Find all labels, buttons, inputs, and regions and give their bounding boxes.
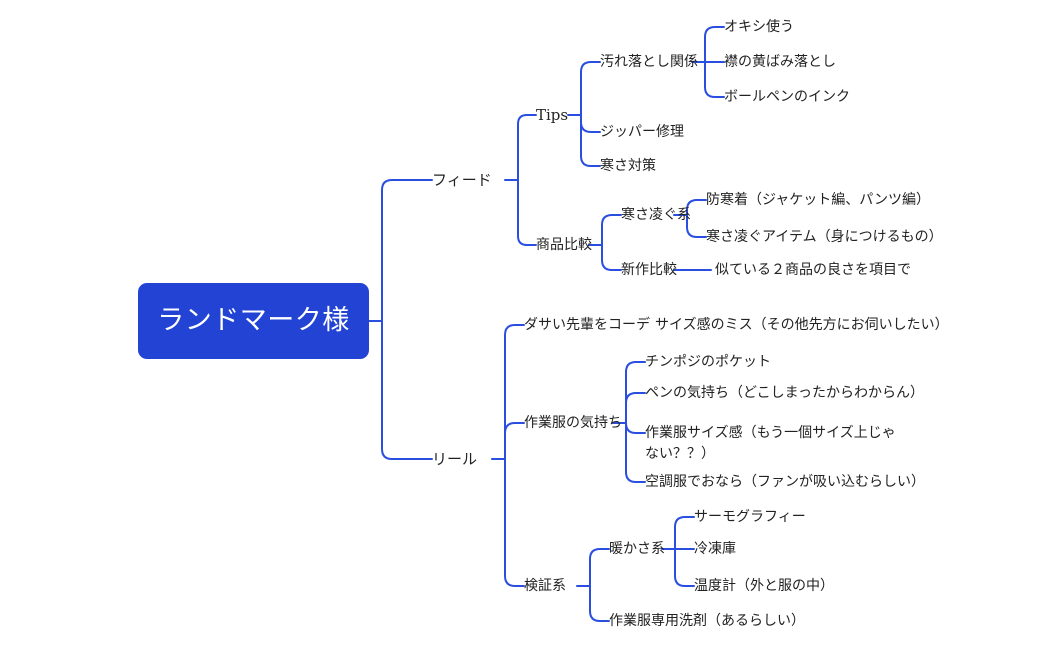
connector-yogore-to-ballpen xyxy=(704,61,725,98)
connector-tips-to-zipper xyxy=(580,114,601,133)
node-zipper-shuri[interactable]: ジッパー修理 xyxy=(600,124,684,140)
connector-reel-to-sagyofuku xyxy=(504,422,525,460)
connector-sagyofuku-to-pen xyxy=(625,392,646,424)
node-feed[interactable]: フィード xyxy=(432,171,492,189)
connector-kensho-to-atatakasa xyxy=(589,548,610,587)
connector-reel-to-kensho xyxy=(504,458,525,587)
node-kuchofuku-onara[interactable]: 空調服でおなら（ファンが吸い込むらしい） xyxy=(645,474,925,490)
node-shohin-hikaku[interactable]: 商品比較 xyxy=(536,237,592,253)
node-samusa-taisaku[interactable]: 寒さ対策 xyxy=(600,158,656,174)
node-samusa-shinogu-kei[interactable]: 寒さ凌ぐ系 xyxy=(621,207,691,223)
connector-sagyofuku-to-size xyxy=(625,422,646,434)
node-ballpen-ink[interactable]: ボールペンのインク xyxy=(724,89,850,105)
node-kensho-kei[interactable]: 検証系 xyxy=(524,578,566,594)
node-atatakasa-kei[interactable]: 暖かさ系 xyxy=(609,541,665,557)
node-pen-kimochi[interactable]: ペンの気持ち（どこしまったからわからん） xyxy=(645,385,925,401)
connector-tips-to-samusa xyxy=(580,114,601,167)
node-sagyofuku-size[interactable]: 作業服サイズ感（もう一個サイズ上じゃない？？） xyxy=(645,425,896,462)
node-yogore-otoshi[interactable]: 汚れ落とし関係 xyxy=(600,54,698,70)
node-reel[interactable]: リール xyxy=(432,450,478,468)
node-niteiru-hikaku[interactable]: 似ている２商品の良さを項目で xyxy=(715,262,911,278)
connector-feed-to-tips xyxy=(517,114,537,181)
node-shinogu-item[interactable]: 寒さ凌ぐアイテム（身につけるもの） xyxy=(706,229,943,245)
node-ondokei[interactable]: 温度計（外と服の中） xyxy=(694,578,834,594)
node-shinsaku-hikaku[interactable]: 新作比較 xyxy=(621,262,677,278)
node-sagyofuku-kimochi[interactable]: 作業服の気持ち xyxy=(524,415,622,431)
node-reitoko[interactable]: 冷凍庫 xyxy=(694,541,736,557)
connector-sagyofuku-to-kucho xyxy=(625,422,646,483)
connector-root-to-reel xyxy=(381,320,433,460)
node-dasai-senpai[interactable]: ダサい先輩をコーデ xyxy=(524,317,650,333)
connector-tips-to-yogore xyxy=(580,61,601,116)
connector-atatakasa-to-ondokei xyxy=(674,548,695,587)
node-bokan-gi[interactable]: 防寒着（ジャケット編、パンツ編） xyxy=(706,192,930,208)
root-node[interactable]: ランドマーク様 xyxy=(138,283,369,359)
connector-atatakasa-to-thermo xyxy=(674,516,695,550)
node-sagyofuku-senzai[interactable]: 作業服専用洗剤（あるらしい） xyxy=(609,613,805,629)
connector-yogore-to-okishi xyxy=(704,26,725,63)
node-size-miss[interactable]: サイズ感のミス（その他先方にお伺いしたい） xyxy=(655,317,949,333)
node-chinposhi-pocket[interactable]: チンポジのポケット xyxy=(645,354,771,370)
node-eri-kibami[interactable]: 襟の黄ばみ落とし xyxy=(724,54,836,70)
connector-reel-to-dasai xyxy=(504,324,525,460)
node-tips[interactable]: Tips xyxy=(536,106,569,124)
node-thermography[interactable]: サーモグラフィー xyxy=(694,509,806,525)
connector-sagyofuku-to-chinposhi xyxy=(625,361,646,424)
connector-kensho-to-senzai xyxy=(589,585,610,622)
connector-shohin-to-shinsaku xyxy=(601,244,622,271)
connector-root-to-feed xyxy=(381,179,433,322)
root-node-label: ランドマーク様 xyxy=(157,304,350,336)
connector-shohin-to-shinogu xyxy=(601,214,622,246)
node-okishi-tsukau[interactable]: オキシ使う xyxy=(724,19,794,35)
connector-feed-to-shohin xyxy=(517,179,537,246)
